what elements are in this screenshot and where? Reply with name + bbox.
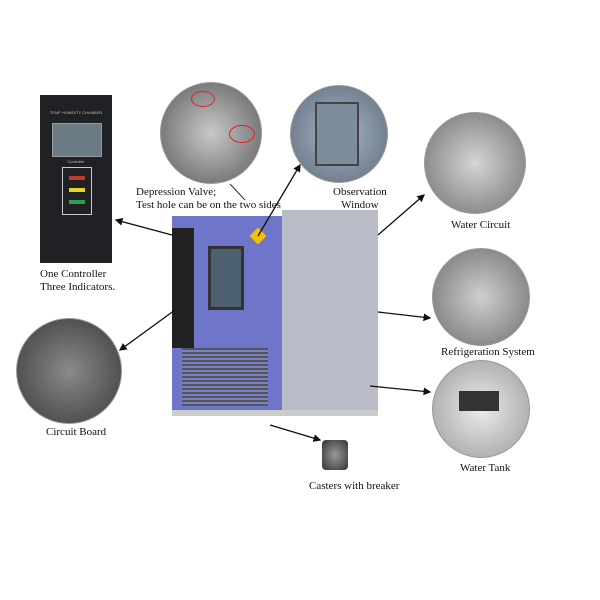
indicator-box [62, 167, 92, 215]
vent-grille [182, 348, 268, 406]
controller-screen [52, 123, 102, 157]
arrow-water-circuit [377, 194, 425, 236]
arrow-circuit-board [118, 309, 176, 351]
water-circuit-label: Water Circuit [451, 219, 511, 231]
circuit-board-photo [16, 318, 122, 424]
yellow-indicator [69, 188, 85, 192]
valve-label: Depression Valve;Test hole can be on the… [136, 186, 281, 211]
panel-title: TEMP HUMIDITY CHAMBER [49, 110, 103, 115]
green-indicator [69, 200, 85, 204]
refrigeration-photo [432, 248, 530, 346]
caster-photo [322, 440, 348, 470]
circuit-board-label: Circuit Board [46, 426, 107, 438]
water-circuit-photo [424, 112, 526, 214]
red-indicator [69, 176, 85, 180]
arrow-refrigeration [377, 311, 432, 322]
tank-drawer [459, 391, 499, 411]
test-chamber [172, 210, 378, 416]
arrow-water-tank [369, 385, 432, 396]
arrow-controller [114, 217, 173, 236]
water-tank-label: Water Tank [460, 462, 511, 474]
panel-controller-label: Controller [67, 159, 85, 164]
window-glass [315, 102, 359, 166]
refrigeration-label: Refrigeration System [441, 346, 535, 358]
controller-panel-photo: TEMP HUMIDITY CHAMBER Controller [40, 95, 112, 263]
chamber-base [172, 410, 378, 416]
highlight-circle [191, 91, 215, 107]
water-tank-photo [432, 360, 530, 458]
highlight-circle [229, 125, 255, 143]
window-photo [290, 85, 388, 183]
arrow-window [257, 163, 301, 237]
observation-window [208, 246, 244, 310]
valve-photo [160, 82, 262, 184]
arrow-valve [229, 183, 246, 201]
casters-label: Casters with breaker [309, 480, 400, 492]
control-panel [172, 228, 194, 348]
arrow-casters [269, 424, 322, 442]
chamber-side [282, 210, 378, 416]
